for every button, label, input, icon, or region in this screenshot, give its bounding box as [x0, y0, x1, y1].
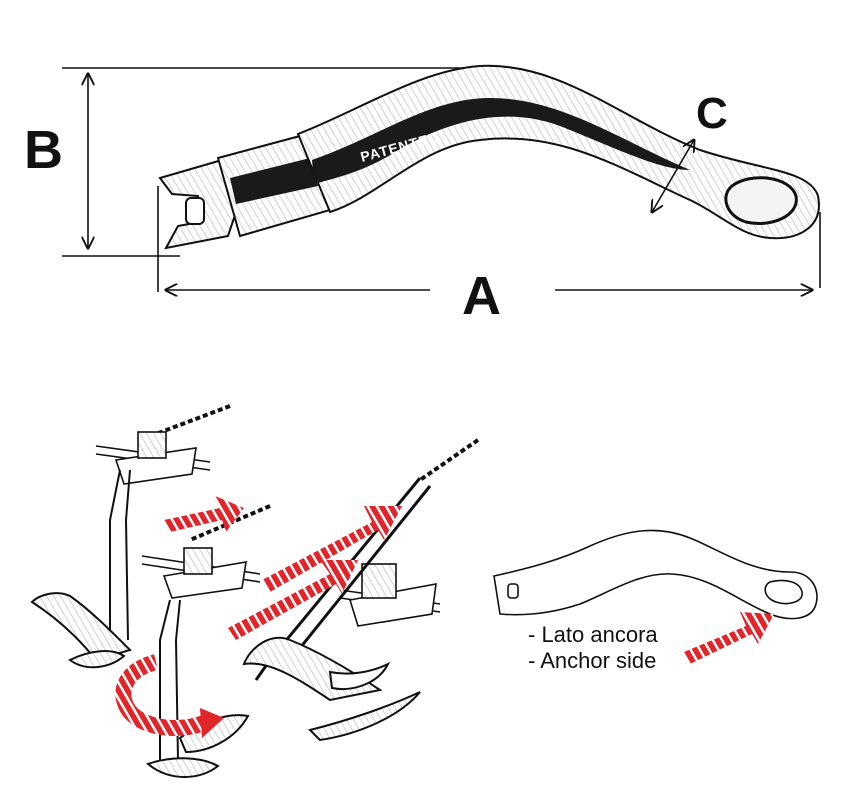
bow-roller-3: [339, 563, 441, 627]
caption-line-italian: - Lato ancora: [528, 622, 658, 647]
red-arrow-up-2: [228, 560, 358, 640]
anchor-chain-3: [418, 438, 480, 482]
bow-roller-2: [141, 547, 261, 599]
anchor-retrieval-illustration: [30, 404, 480, 778]
swivel-outline: [493, 529, 818, 620]
swivel-dimension-drawing: B A PATENTED C: [24, 64, 821, 326]
red-arrow-up-1: [164, 496, 244, 532]
anchor-side-callout: - Lato ancora - Anchor side: [493, 529, 818, 673]
red-arrow-up-3: [262, 506, 402, 592]
c-dimension-arrow: [652, 140, 694, 212]
a-dimension-label: A: [462, 266, 501, 326]
b-dimension-label: B: [24, 120, 63, 180]
anchor-3: [242, 477, 432, 742]
red-arrow-anchor-side: [684, 612, 774, 664]
anchor-1: [30, 469, 132, 669]
red-rotation-arrow: [115, 654, 224, 738]
caption-line-english: - Anchor side: [528, 648, 656, 673]
bow-roller-1: [95, 431, 211, 485]
c-dimension-label: C: [696, 89, 728, 138]
